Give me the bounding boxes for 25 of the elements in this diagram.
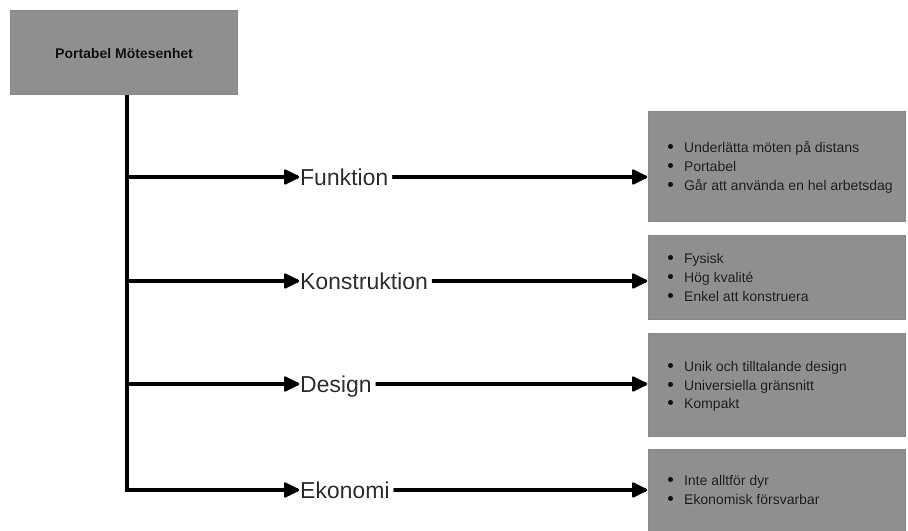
requirement-box xyxy=(648,235,906,320)
category-label: Ekonomi xyxy=(300,476,390,504)
bullet-item: Universiella gränsnitt xyxy=(684,376,814,394)
category-label: Funktion xyxy=(300,164,388,190)
bullet-item: Enkel att konstruera xyxy=(684,286,809,306)
bullet-item: Underlätta möten på distans xyxy=(684,138,860,158)
bullet-item: Inte alltför dyr xyxy=(684,471,769,490)
bullet-item: Ekonomisk försvarbar xyxy=(684,490,820,509)
bullet-item: Kompakt xyxy=(684,394,740,414)
arrow xyxy=(376,376,648,392)
arrow xyxy=(432,273,648,289)
requirement-box xyxy=(648,449,906,531)
category-label: Konstruktion xyxy=(300,268,428,294)
bullet-item: Portabel xyxy=(684,157,736,176)
bullet-item: Unik och tilltalande design xyxy=(684,356,847,376)
arrow xyxy=(392,169,648,185)
bullet-item: Går att använda en hel arbetsdag xyxy=(684,176,893,195)
arrow xyxy=(393,482,648,498)
requirement-box xyxy=(648,111,906,222)
title-text: Portabel Mötesenhet xyxy=(55,44,193,60)
bullet-item: Hög kvalité xyxy=(684,268,754,287)
bullet-item: Fysisk xyxy=(684,249,724,268)
category-label: Design xyxy=(300,370,372,398)
requirement-box xyxy=(648,333,906,437)
title-box xyxy=(10,10,238,95)
